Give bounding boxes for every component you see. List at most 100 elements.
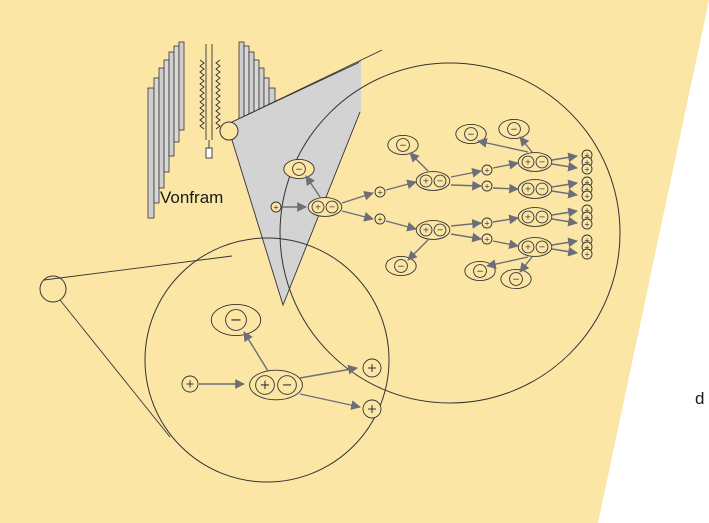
c-start-sign: + — [273, 203, 279, 211]
c-final-c3-sign: + — [584, 220, 590, 228]
c-final-a3 — [581, 163, 593, 175]
c-e2u-electron-sign: − — [399, 141, 407, 151]
c-p4d-negative — [535, 240, 549, 254]
c-p2d-negative-sign: − — [437, 225, 444, 235]
zoom-lines-small — [43, 255, 233, 438]
collision-pair-positive — [255, 375, 275, 395]
c-ae4d — [486, 256, 529, 269]
c-p1-negative — [325, 200, 339, 214]
c-final-c2-sign: + — [584, 213, 590, 221]
particle-cascade: ++−−++++−−+++−−+−−+++++−+−+−+−−−−−++++++… — [181, 118, 593, 419]
c-final-d2-sign: + — [584, 243, 590, 251]
c-final-a1-sign: + — [584, 151, 590, 159]
product-ion-lower-sign: + — [367, 401, 378, 416]
c-a2d — [385, 220, 417, 232]
c-e1-electron-sign: − — [295, 165, 303, 175]
released-electron-electron — [225, 309, 247, 331]
c-p4c-negative — [535, 210, 549, 224]
c-final-a2-sign: + — [584, 158, 590, 166]
c-e4d-electron — [473, 264, 487, 278]
c-af-d2 — [551, 246, 578, 257]
released-electron-electron-sign: − — [230, 312, 242, 329]
c-p4d-positive-sign: + — [525, 242, 532, 252]
edge-fragment-label: d — [695, 389, 704, 408]
ion-arrow-upper — [299, 364, 358, 379]
c-e1-electron — [292, 162, 306, 176]
c-a4c — [492, 214, 519, 225]
c-p2u-negative-sign: − — [437, 176, 444, 186]
c-i3c-sign: + — [484, 219, 490, 227]
c-final-c1-sign: + — [584, 206, 590, 214]
c-p2u-positive — [419, 174, 433, 188]
c-p4c-positive — [521, 210, 535, 224]
c-p4c-negative-sign: − — [539, 212, 546, 222]
collision-pair-negative-sign: − — [282, 378, 293, 393]
c-a1u — [341, 191, 374, 204]
electrode-plates-left — [147, 41, 185, 219]
collision-pair-positive-sign: + — [260, 378, 271, 393]
c-p4d-negative-sign: − — [539, 242, 546, 252]
c-final-c3 — [581, 218, 593, 230]
c-i3a — [481, 164, 493, 176]
c-ae4a2 — [519, 136, 533, 153]
c-e4d-electron-sign: − — [476, 267, 484, 277]
c-ae1 — [305, 175, 321, 198]
needle-icon — [199, 44, 221, 159]
c-a1d — [341, 210, 374, 222]
c-a3a — [450, 167, 482, 178]
c-p2u-positive-sign: + — [423, 176, 430, 186]
c-af-b1 — [551, 179, 578, 190]
product-ion-upper-sign: + — [367, 360, 378, 375]
c-p1-negative-sign: − — [329, 202, 336, 212]
c-final-a3-sign: + — [584, 165, 590, 173]
c-af-a1 — [551, 152, 578, 163]
c-a4d — [492, 239, 519, 250]
c-i3a-sign: + — [484, 166, 490, 174]
c-final-b2-sign: + — [584, 185, 590, 193]
c-af-c2 — [551, 216, 578, 227]
electrode-label: Vonfram — [160, 188, 223, 207]
zoom-circle-large — [279, 62, 621, 404]
c-p4a-positive — [521, 155, 535, 169]
c-a3b — [450, 180, 482, 191]
c-start — [270, 201, 282, 213]
electron-arrow — [243, 331, 269, 372]
c-p4b-negative-sign: − — [539, 184, 546, 194]
c-a3d — [450, 232, 482, 243]
c-p4a-positive-sign: + — [525, 157, 532, 167]
product-ion-lower — [362, 399, 382, 419]
c-a4a — [492, 159, 519, 170]
incoming-ion-sign: + — [185, 378, 194, 391]
c-af-a2 — [551, 161, 578, 172]
c-i3c — [481, 217, 493, 229]
c-final-b3-sign: + — [584, 192, 590, 200]
c-e2d-electron — [394, 259, 408, 273]
c-e4a2-electron — [507, 122, 521, 136]
c-p2u-negative — [433, 174, 447, 188]
c-a4b — [492, 183, 519, 194]
c-p2d-negative — [433, 223, 447, 237]
zoom-circle-small — [39, 275, 67, 303]
c-a3c — [450, 219, 482, 229]
focus-circle — [219, 121, 239, 141]
c-e2u-electron — [396, 138, 410, 152]
incoming-ion — [181, 375, 199, 393]
c-af-d1 — [551, 237, 578, 248]
c-e4d2-electron-sign: − — [512, 275, 520, 285]
c-p2d-positive-sign: + — [423, 225, 430, 235]
zoom-circle-medium — [144, 237, 390, 483]
product-ion-upper — [362, 358, 382, 378]
c-af-b2 — [551, 188, 578, 199]
c-final-b3 — [581, 190, 593, 202]
c-p1-positive-sign: + — [315, 202, 322, 212]
c-final-b1-sign: + — [584, 178, 590, 186]
c-i3b — [481, 180, 493, 192]
c-ae4d2 — [519, 256, 533, 273]
c-ae2u — [409, 152, 429, 172]
ion-arrow-lower — [299, 393, 361, 410]
c-p4b-positive-sign: + — [525, 184, 532, 194]
c-i3d — [481, 233, 493, 245]
c-p1-positive — [311, 200, 325, 214]
